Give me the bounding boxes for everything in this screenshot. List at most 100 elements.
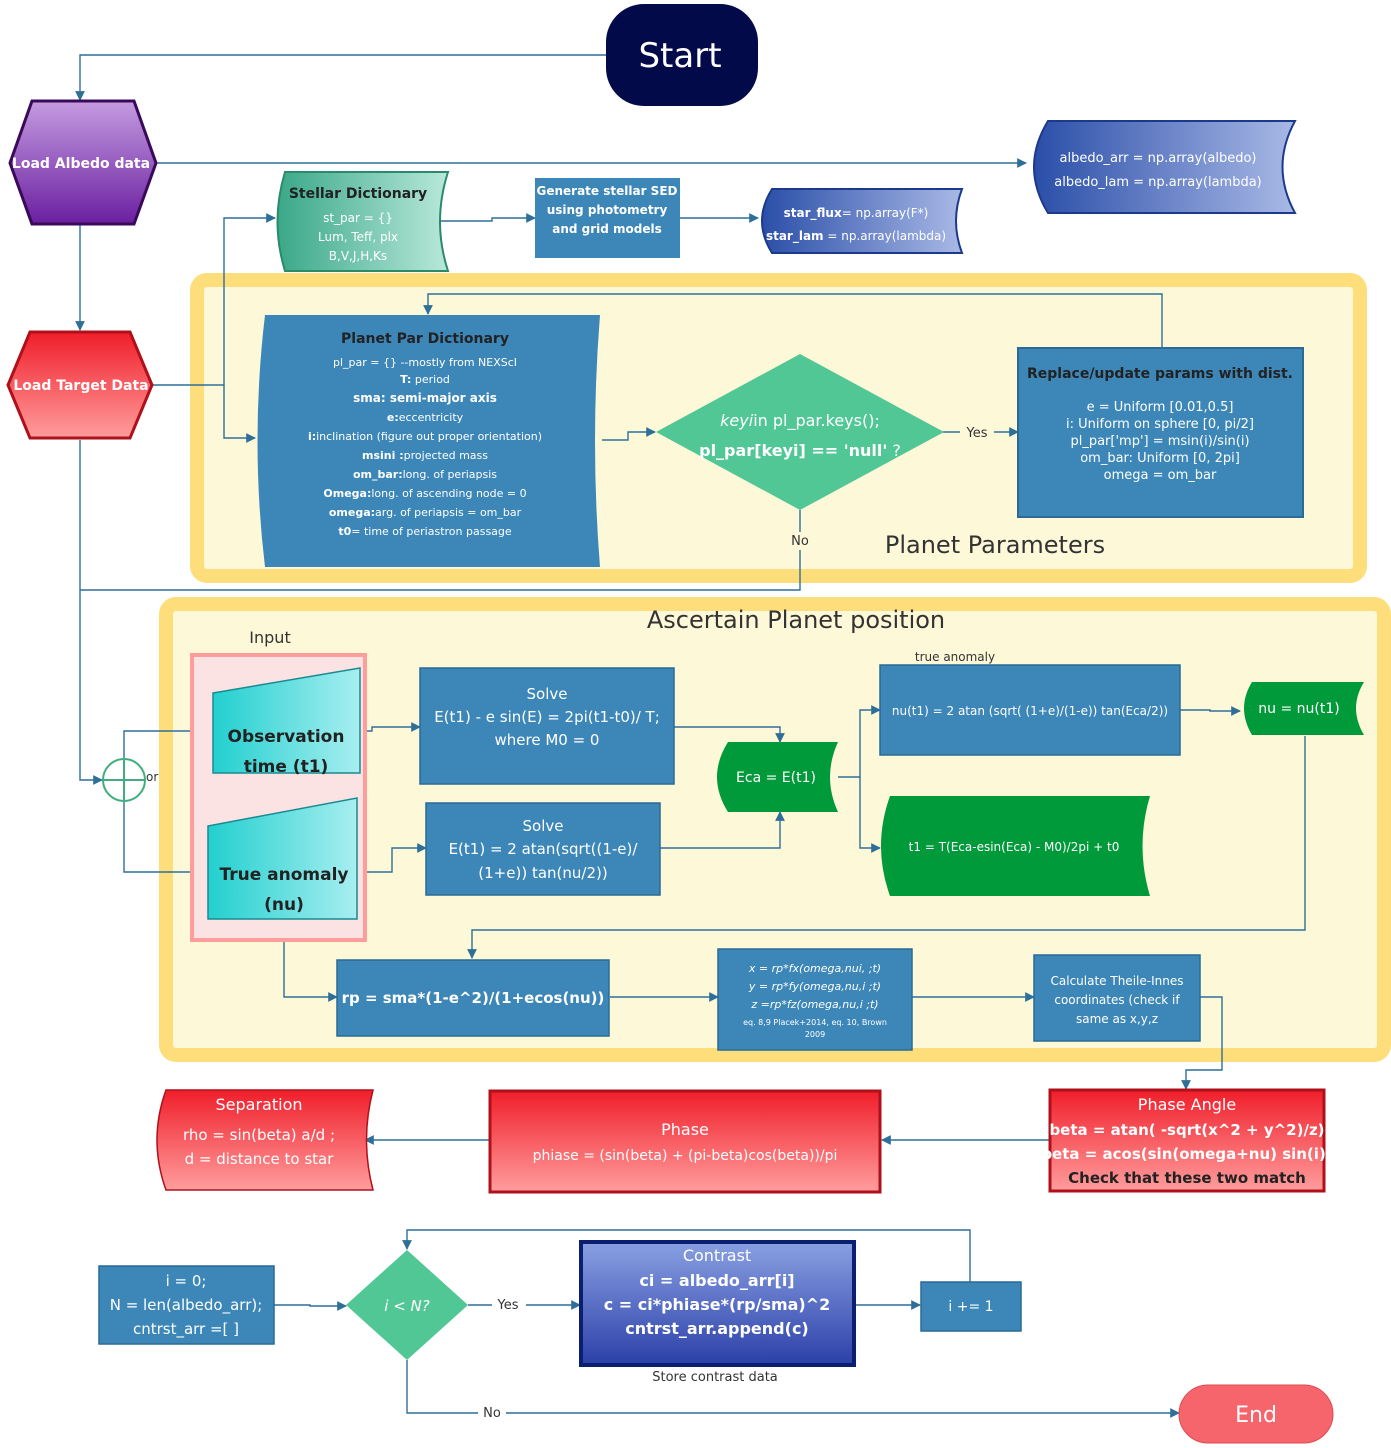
- nu-output-node: nu = nu(t1): [1244, 682, 1364, 735]
- solve2-line2: E(t1) = 2 atan(sqrt((1-e)/: [449, 840, 639, 858]
- nu-calc-node: true anomaly nu(t1) = 2 atan (sqrt( (1+e…: [879, 650, 1181, 756]
- replace-line3: pl_par['mp'] = msin(i)/sin(i): [1070, 434, 1249, 449]
- phase-angle-line1: beta = atan( -sqrt(x^2 + y^2)/z): [1049, 1121, 1324, 1139]
- planet-parameters-title: Planet Parameters: [885, 531, 1105, 559]
- edge-replace-loop: [423, 293, 1163, 348]
- albedo-arr-line1: albedo_arr = np.array(albedo): [1059, 151, 1256, 166]
- edge-or-obs: [123, 726, 213, 758]
- solve-kepler-node: Solve E(t1) - e sin(E) = 2pi(t1-t0)/ T; …: [419, 667, 675, 785]
- yes-label-2: Yes: [497, 1298, 519, 1313]
- edge-nu-rp: [467, 736, 1306, 959]
- thiele-line2: coordinates (check if: [1054, 993, 1180, 1007]
- loop-check-text: i < N?: [384, 1297, 429, 1315]
- solve1-line3: where M0 = 0: [495, 731, 600, 749]
- edge-thiele-phaseangle: [1181, 996, 1223, 1090]
- nu-calc-text: nu(t1) = 2 atan (sqrt( (1+e)/(1-e)) tan(…: [892, 704, 1168, 718]
- edge-increment-loop: [402, 1229, 971, 1282]
- stellar-dict-line2: Lum, Teff, plx: [318, 230, 398, 244]
- thiele-line1: Calculate Theile-Innes: [1051, 974, 1184, 988]
- no-label-2: No: [483, 1406, 501, 1421]
- planet-dict-line: msini :projected mass: [362, 449, 488, 462]
- load-albedo-node: Load Albedo data: [8, 99, 158, 226]
- replace-title: Replace/update params with dist.: [1027, 366, 1293, 382]
- init-line2: N = len(albedo_arr);: [110, 1296, 263, 1315]
- planet-dict-title: Planet Par Dictionary: [341, 331, 509, 347]
- replace-line1: e = Uniform [0.01,0.5]: [1087, 400, 1234, 415]
- xyz-line3: z =rp*fz(omega,nu,i ;t): [750, 998, 878, 1011]
- phase-angle-node: Phase Angle beta = atan( -sqrt(x^2 + y^2…: [1041, 1088, 1333, 1193]
- key-check-line2: pl_par[keyi] == 'null' ?: [699, 441, 901, 460]
- edge-eca-t1: [859, 777, 881, 853]
- init-line3: cntrst_arr =[ ]: [133, 1320, 239, 1339]
- stellar-dict-line3: B,V,J,H,Ks: [329, 249, 387, 263]
- planet-dict-line: t0= time of periastron passage: [338, 525, 512, 538]
- eca-node: Eca = E(t1): [717, 742, 838, 812]
- xyz-ref-line1: eq. 8,9 Placek+2014, eq. 10, Brown: [743, 1018, 887, 1027]
- load-target-text: Load Target Data: [13, 378, 148, 394]
- rp-text: rp = sma*(1-e^2)/(1+ecos(nu)): [342, 989, 605, 1007]
- solve2-line1: Solve: [523, 817, 564, 835]
- nu-output-text: nu = nu(t1): [1258, 701, 1339, 717]
- edge-labels: Yes No Yes No: [478, 424, 994, 1422]
- true-anomaly-line2: (nu): [264, 895, 304, 915]
- obs-time-line2: time (t1): [244, 757, 329, 777]
- planet-dict-line: pl_par = {} --mostly from NEXScI: [333, 356, 517, 369]
- edge-solve2-eca: [660, 811, 785, 849]
- albedo-arr-line2: albedo_lam = np.array(lambda): [1054, 175, 1262, 190]
- yes-label-1: Yes: [966, 426, 988, 441]
- increment-node: i += 1: [920, 1281, 1022, 1332]
- t1-calc-node: t1 = T(Eca-esin(Eca) - M0)/2pi + t0: [881, 796, 1150, 896]
- true-anomaly-line1: True anomaly: [219, 865, 348, 885]
- planet-dict-lines: pl_par = {} --mostly from NEXScI T: peri…: [308, 356, 542, 538]
- xyz-line2: y = rp*fy(omega,nu,i ;t): [748, 980, 881, 993]
- planet-dict-line: i:inclination (figure out proper orienta…: [308, 430, 542, 443]
- edge-check-end: [406, 1360, 1180, 1418]
- solve1-line2: E(t1) - e sin(E) = 2pi(t1-t0)/ T;: [434, 708, 660, 726]
- edge-init-check: [274, 1301, 347, 1311]
- store-contrast-caption: Store contrast data: [652, 1370, 778, 1385]
- t1-calc-text: t1 = T(Eca-esin(Eca) - M0)/2pi + t0: [909, 840, 1120, 854]
- separation-line2: d = distance to star: [185, 1150, 335, 1168]
- init-node: i = 0; N = len(albedo_arr); cntrst_arr =…: [98, 1265, 275, 1345]
- planet-dict-line: Omega:long. of ascending node = 0: [323, 487, 526, 500]
- phase-node: Phase phiase = (sin(beta) + (pi-beta)cos…: [488, 1089, 882, 1194]
- separation-title: Separation: [216, 1095, 303, 1114]
- generate-sed-node: Generate stellar SED using photometry an…: [535, 178, 680, 258]
- end-text: End: [1235, 1403, 1277, 1428]
- edge-or-nu: [123, 802, 209, 877]
- replace-line4: om_bar: Uniform [0, 2pi]: [1080, 451, 1240, 466]
- xyz-ref-line2: 2009: [805, 1030, 825, 1039]
- phase-angle-line3: Check that these two match: [1068, 1169, 1306, 1187]
- planet-dict-line: om_bar:long. of periapsis: [353, 468, 497, 481]
- eca-text: Eca = E(t1): [736, 770, 816, 786]
- true-anomaly-input-node: True anomaly (nu): [207, 797, 358, 920]
- no-label-1: No: [791, 534, 809, 549]
- key-check-line1: keyiin pl_par.keys();: [720, 411, 880, 431]
- xyz-node: x = rp*fx(omega,nui, ;t) y = rp*fy(omega…: [717, 948, 913, 1051]
- stellar-dict-line1: st_par = {}: [323, 211, 393, 225]
- edge-target-or: [79, 440, 103, 785]
- separation-line1: rho = sin(beta) a/d ;: [183, 1126, 335, 1144]
- edge-start-albedo: [75, 54, 606, 101]
- edge-nu-solve2: [357, 843, 427, 873]
- sed-line2: using photometry: [547, 203, 668, 217]
- input-label: Input: [249, 628, 290, 647]
- contrast-line2: c = ci*phiase*(rp/sma)^2: [604, 1295, 831, 1314]
- increment-text: i += 1: [948, 1299, 993, 1315]
- star-flux-line1: star_flux= np.array(F*): [784, 206, 929, 221]
- sed-line3: and grid models: [552, 222, 662, 236]
- true-anomaly-caption: true anomaly: [915, 650, 995, 664]
- stellar-dictionary-node: Stellar Dictionary st_par = {} Lum, Teff…: [276, 171, 450, 272]
- contrast-title: Contrast: [683, 1246, 751, 1265]
- sed-line1: Generate stellar SED: [537, 184, 678, 198]
- phase-title: Phase: [661, 1120, 709, 1139]
- phase-formula: phiase = (sin(beta) + (pi-beta)cos(beta)…: [533, 1148, 838, 1164]
- load-albedo-text: Load Albedo data: [12, 156, 150, 172]
- thiele-innes-node: Calculate Theile-Innes coordinates (chec…: [1033, 954, 1201, 1042]
- phase-angle-line2: beta = acos(sin(omega+nu) sin(i)): [1041, 1145, 1332, 1163]
- contrast-node: Contrast ci = albedo_arr[i] c = ci*phias…: [579, 1240, 856, 1385]
- edge-eca-nu: [838, 705, 881, 778]
- or-label: or: [146, 770, 158, 784]
- stellar-dict-title: Stellar Dictionary: [289, 186, 427, 202]
